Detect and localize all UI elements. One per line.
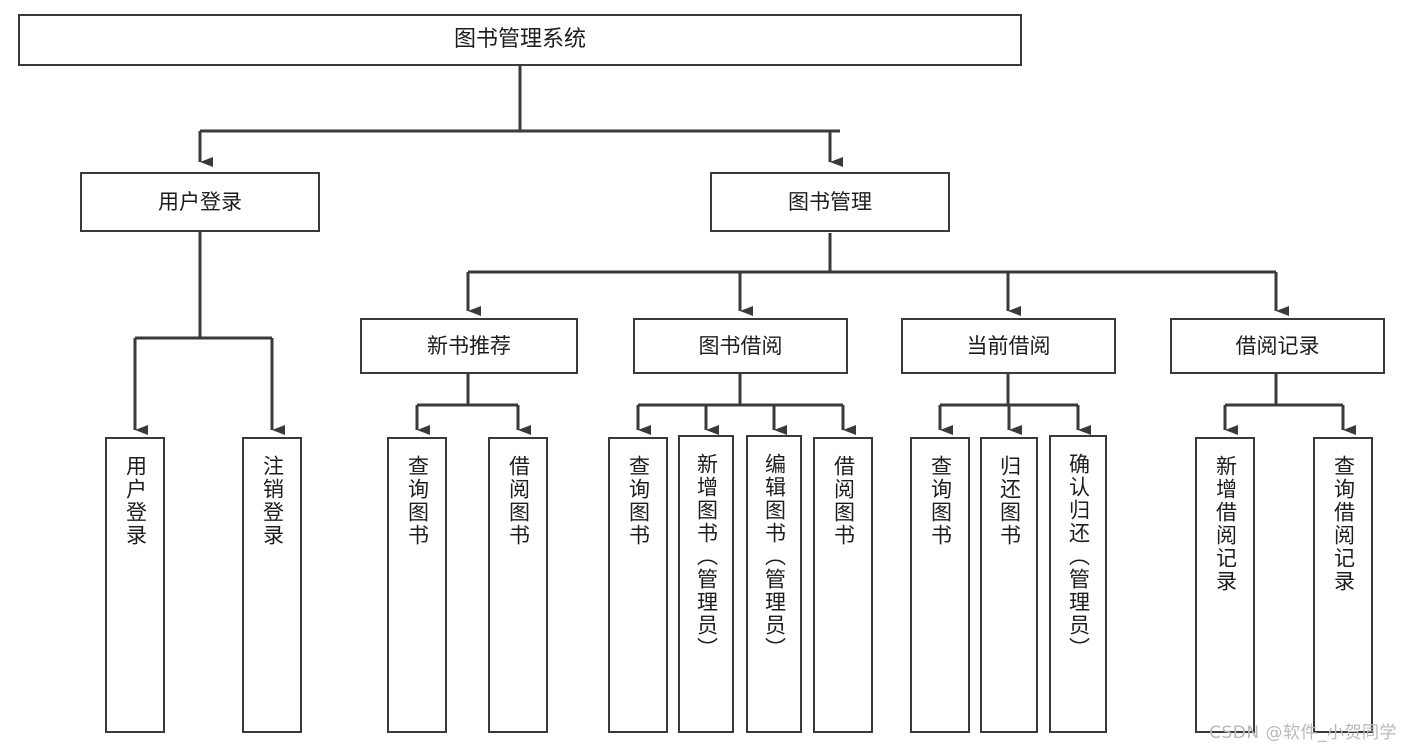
leaf-new-book-query-label: 查询图书 xyxy=(405,455,430,547)
leaf-book-borrow-edit[interactable]: 编辑图书（管理员） xyxy=(746,435,802,733)
node-user-login[interactable]: 用户登录 xyxy=(80,172,320,232)
node-book-management[interactable]: 图书管理 xyxy=(710,172,950,232)
leaf-current-borrow-confirm[interactable]: 确认归还（管理员） xyxy=(1049,435,1107,733)
node-book-borrow-label: 图书借阅 xyxy=(698,333,783,358)
node-borrow-record[interactable]: 借阅记录 xyxy=(1170,318,1385,374)
leaf-user-login-login[interactable]: 用户登录 xyxy=(105,437,165,733)
node-current-borrow-label: 当前借阅 xyxy=(966,333,1051,358)
leaf-user-login-login-label: 用户登录 xyxy=(123,455,148,547)
leaf-current-borrow-query-label: 查询图书 xyxy=(928,455,953,547)
leaf-current-borrow-confirm-label: 确认归还（管理员） xyxy=(1066,453,1091,660)
leaf-borrow-record-query-label: 查询借阅记录 xyxy=(1331,455,1356,593)
node-borrow-record-label: 借阅记录 xyxy=(1235,333,1320,358)
node-current-borrow[interactable]: 当前借阅 xyxy=(901,318,1116,374)
node-book-management-label: 图书管理 xyxy=(788,189,872,214)
leaf-new-book-query[interactable]: 查询图书 xyxy=(387,437,447,733)
leaf-current-borrow-query[interactable]: 查询图书 xyxy=(910,437,970,733)
node-root[interactable]: 图书管理系统 xyxy=(18,14,1022,66)
leaf-book-borrow-borrow-label: 借阅图书 xyxy=(831,455,856,547)
leaf-current-borrow-return-label: 归还图书 xyxy=(997,455,1022,547)
node-new-book-recommend[interactable]: 新书推荐 xyxy=(360,318,578,374)
node-user-login-label: 用户登录 xyxy=(158,189,242,214)
leaf-book-borrow-query-label: 查询图书 xyxy=(626,455,651,547)
leaf-borrow-record-add-label: 新增借阅记录 xyxy=(1213,455,1238,593)
leaf-book-borrow-borrow[interactable]: 借阅图书 xyxy=(813,437,873,733)
leaf-current-borrow-return[interactable]: 归还图书 xyxy=(980,437,1038,733)
leaf-borrow-record-add[interactable]: 新增借阅记录 xyxy=(1195,437,1255,733)
leaf-book-borrow-query[interactable]: 查询图书 xyxy=(608,437,668,733)
leaf-book-borrow-add[interactable]: 新增图书（管理员） xyxy=(678,435,734,733)
node-root-label: 图书管理系统 xyxy=(453,27,586,53)
leaf-user-login-logout[interactable]: 注销登录 xyxy=(242,437,302,733)
leaf-book-borrow-add-label: 新增图书（管理员） xyxy=(694,453,719,660)
node-book-borrow[interactable]: 图书借阅 xyxy=(633,318,848,374)
node-new-book-recommend-label: 新书推荐 xyxy=(427,333,511,358)
leaf-borrow-record-query[interactable]: 查询借阅记录 xyxy=(1313,437,1373,733)
leaf-new-book-borrow[interactable]: 借阅图书 xyxy=(488,437,548,733)
leaf-user-login-logout-label: 注销登录 xyxy=(260,455,285,547)
leaf-new-book-borrow-label: 借阅图书 xyxy=(506,455,531,547)
leaf-book-borrow-edit-label: 编辑图书（管理员） xyxy=(762,453,787,660)
